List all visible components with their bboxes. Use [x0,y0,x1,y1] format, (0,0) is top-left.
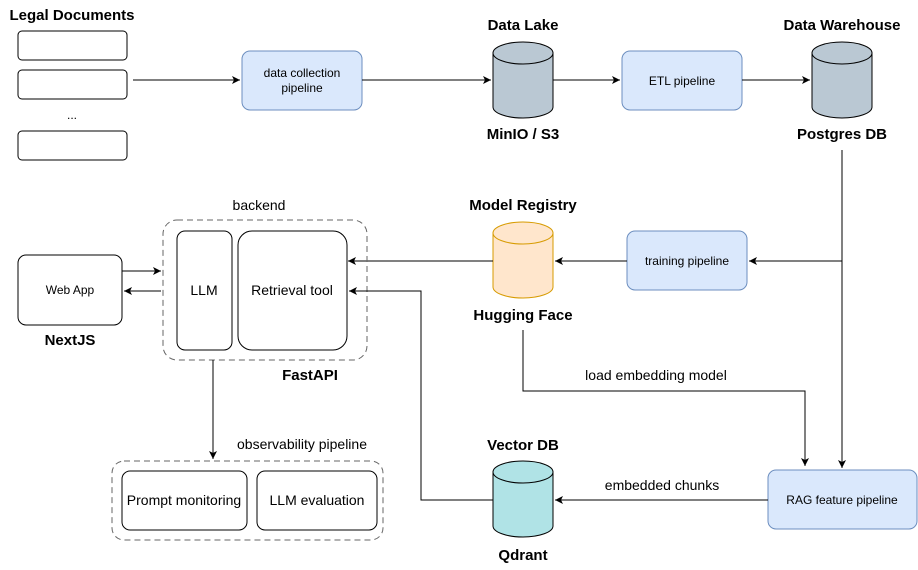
document-box-3 [17,130,128,161]
fastapi-label: FastAPI [282,367,338,384]
arrow-vectordb-to-retrieval [349,287,493,501]
llm-evaluation-node [256,470,378,531]
data-lake-caption: MinIO / S3 [487,126,560,143]
web-app-label: Web App [46,283,95,297]
vector-db-title: Vector DB [487,437,559,454]
prompt-monitoring-node [121,470,248,531]
data-lake-cylinder [492,41,554,119]
data-warehouse-caption: Postgres DB [797,126,887,143]
retrieval-tool-label: Retrieval tool [251,282,333,298]
backend-label: backend [233,197,286,213]
observability-container [111,460,384,541]
data-warehouse-title: Data Warehouse [784,17,901,34]
etl-pipeline-label: ETL pipeline [649,74,716,88]
prompt-monitoring-label: Prompt monitoring [127,492,241,508]
web-app-node [17,254,123,326]
retrieval-tool-node [237,230,348,351]
document-box-1 [17,30,128,61]
data-warehouse-cylinder [811,41,873,119]
llm-node [176,230,233,351]
document-box-2 [17,69,128,100]
documents-ellipsis: ... [67,108,77,122]
backend-container [162,219,368,361]
data-collection-pipeline-label-2: pipeline [281,81,323,95]
nextjs-label: NextJS [45,332,96,349]
arrow-registry-to-rag [522,330,809,466]
vector-db-caption: Qdrant [498,547,547,564]
legal-documents-title: Legal Documents [9,7,134,24]
rag-feature-pipeline-label: RAG feature pipeline [786,493,898,507]
model-registry-caption: Hugging Face [473,307,572,324]
model-registry-title: Model Registry [469,197,577,214]
data-collection-pipeline-label-1: data collection [264,66,341,80]
vector-db-cylinder [492,460,554,538]
model-registry-cylinder [492,221,554,299]
llm-label: LLM [190,282,217,298]
load-embedding-label: load embedding model [585,367,727,383]
observability-label: observability pipeline [237,436,367,452]
llm-evaluation-label: LLM evaluation [270,492,365,508]
data-lake-title: Data Lake [488,17,559,34]
training-pipeline-label: training pipeline [645,254,729,268]
embedded-chunks-label: embedded chunks [605,477,719,493]
